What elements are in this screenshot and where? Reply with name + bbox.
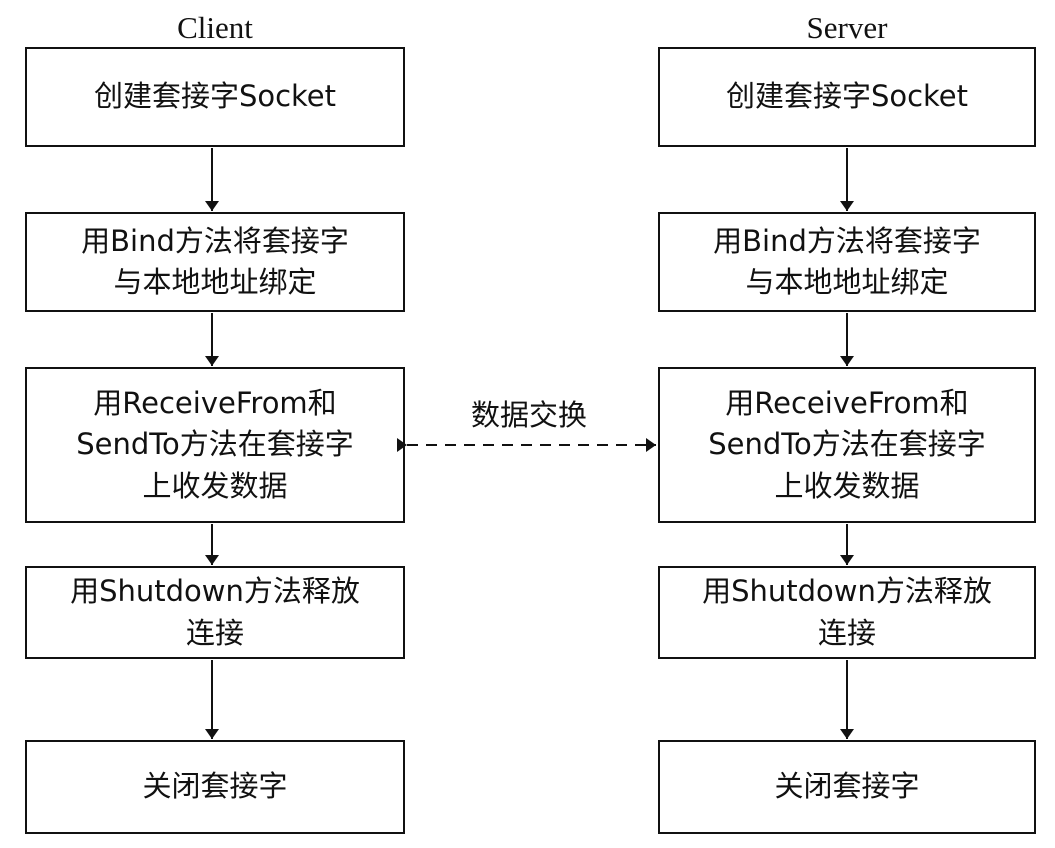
- step-text-line: 上收发数据: [142, 468, 288, 503]
- client-step-create-socket: 创建套接字Socket: [25, 47, 405, 147]
- step-text-line: 关闭套接字: [774, 769, 920, 804]
- step-text-line: 用Shutdown方法释放: [70, 574, 360, 609]
- step-text-line: 用ReceiveFrom和: [725, 386, 969, 421]
- step-text-line: 连接: [817, 615, 876, 650]
- step-text-line: 用Bind方法将套接字: [713, 223, 981, 258]
- step-text-line: SendTo方法在套接字: [76, 427, 354, 462]
- step-text-line: 连接: [185, 615, 244, 650]
- step-text-line: SendTo方法在套接字: [708, 427, 986, 462]
- step-text-line: 上收发数据: [774, 468, 920, 503]
- client-step-bind: 用Bind方法将套接字 与本地地址绑定: [25, 212, 405, 312]
- step-text-line: 用ReceiveFrom和: [93, 386, 337, 421]
- server-step-send-receive: 用ReceiveFrom和 SendTo方法在套接字 上收发数据: [658, 367, 1036, 523]
- server-step-close-socket: 关闭套接字: [658, 740, 1036, 834]
- data-exchange-label: 数据交换: [470, 398, 587, 432]
- step-text-line: 与本地地址绑定: [113, 265, 317, 299]
- server-step-shutdown: 用Shutdown方法释放 连接: [658, 566, 1036, 659]
- step-text-line: 用Bind方法将套接字: [81, 223, 349, 258]
- step-text-line: 关闭套接字: [142, 769, 288, 804]
- server-column-title: Server: [806, 10, 888, 45]
- server-step-bind: 用Bind方法将套接字 与本地地址绑定: [658, 212, 1036, 312]
- client-step-send-receive: 用ReceiveFrom和 SendTo方法在套接字 上收发数据: [25, 367, 405, 523]
- server-step-create-socket: 创建套接字Socket: [658, 47, 1036, 147]
- step-text-line: 创建套接字Socket: [93, 79, 337, 114]
- step-text-line: 与本地地址绑定: [745, 265, 949, 299]
- step-text-line: 用Shutdown方法释放: [702, 574, 992, 609]
- client-step-close-socket: 关闭套接字: [25, 740, 405, 834]
- client-column-title: Client: [177, 10, 253, 45]
- client-step-shutdown: 用Shutdown方法释放 连接: [25, 566, 405, 659]
- step-text-line: 创建套接字Socket: [725, 79, 969, 114]
